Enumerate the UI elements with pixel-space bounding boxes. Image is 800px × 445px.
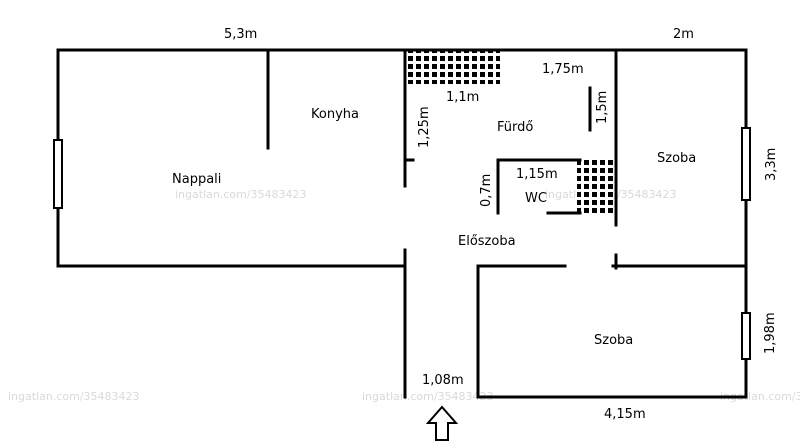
dim-hatch-width: 1,1m xyxy=(446,90,479,105)
dim-wc-width: 1,15m xyxy=(516,167,558,182)
dim-wc-height: 0,7m xyxy=(479,174,494,207)
room-label-wc: WC xyxy=(525,191,547,206)
room-label-eloszoba: Előszoba xyxy=(458,234,516,249)
dim-bath-top-width: 1,75m xyxy=(542,62,584,77)
room-label-konyha: Konyha xyxy=(311,107,359,122)
dim-bottom-width: 4,15m xyxy=(604,407,646,422)
window-szoba-top xyxy=(741,127,751,201)
entrance-arrow-icon xyxy=(425,405,459,441)
dim-top-left-width: 5,3m xyxy=(224,27,257,42)
room-label-szoba-top: Szoba xyxy=(657,151,696,166)
watermark: ingatlan.com/35483423 xyxy=(8,390,140,403)
walls xyxy=(56,48,748,399)
dim-right-bottom-height: 1,98m xyxy=(763,312,778,354)
dim-entrance-width: 1,08m xyxy=(422,373,464,388)
dim-bath-height: 1,5m xyxy=(595,91,610,124)
dim-top-right-width: 2m xyxy=(673,27,694,42)
room-label-furdo: Fürdő xyxy=(497,120,533,135)
hatch-kitchen-duct xyxy=(405,51,500,84)
room-label-nappali: Nappali xyxy=(172,172,221,187)
watermark: ingatlan.com/35483423 xyxy=(720,390,800,403)
hatch-wc-duct xyxy=(577,160,616,216)
room-label-szoba-bottom: Szoba xyxy=(594,333,633,348)
window-szoba-bottom xyxy=(741,312,751,360)
watermark: ingatlan.com/35483423 xyxy=(175,188,307,201)
dim-kitchen-wall: 1,25m xyxy=(417,106,432,148)
dim-right-top-height: 3,3m xyxy=(764,148,779,181)
watermark: ingatlan.com/35483423 xyxy=(362,390,494,403)
window-nappali xyxy=(53,139,63,209)
